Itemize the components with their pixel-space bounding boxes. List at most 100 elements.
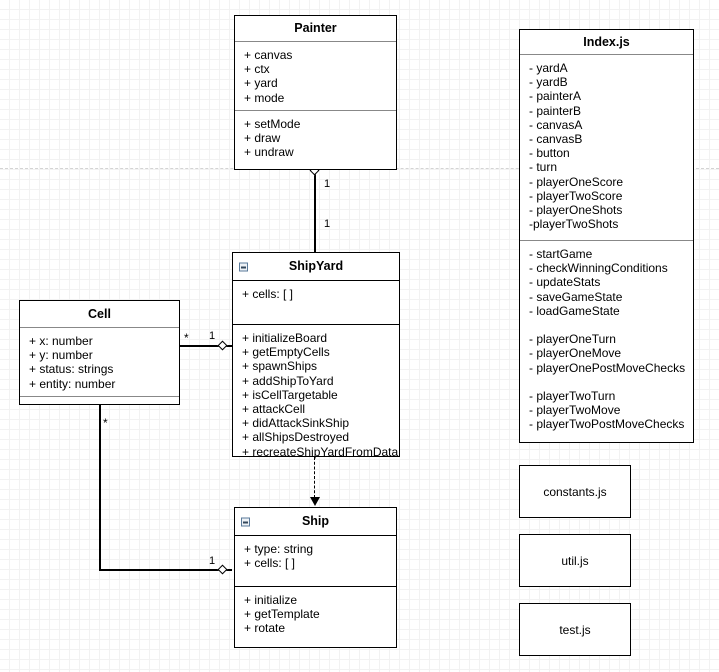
- attributes-indexjs: - yardA - yardB - painterA - painterB - …: [520, 55, 693, 240]
- method-row: + rotate: [244, 621, 286, 636]
- method-row: + setMode: [244, 117, 301, 131]
- method-row: + getTemplate: [244, 607, 320, 622]
- divider-ship-2: [235, 586, 396, 587]
- method-row: + spawnShips: [242, 359, 318, 374]
- attribute-row: - painterA: [529, 89, 582, 104]
- divider-shipyard-1: [233, 280, 399, 281]
- methods-painter: + setMode + draw + undraw: [235, 111, 396, 169]
- method-row-spacer: [529, 318, 693, 332]
- method-row: - playerOneTurn: [529, 332, 616, 347]
- attribute-row: - playerOneScore: [529, 174, 624, 189]
- class-title-shipyard-label: ShipYard: [288, 259, 344, 274]
- attribute-row: + entity: number: [29, 376, 116, 391]
- method-row-spacer: [529, 375, 693, 389]
- edge-cell-ship-horizontal: [99, 569, 232, 571]
- attribute-row: + cells: [ ]: [244, 556, 296, 571]
- divider-indexjs-1: [520, 54, 693, 55]
- collapse-icon[interactable]: [241, 517, 250, 526]
- class-title-indexjs: Index.js: [583, 34, 630, 49]
- method-row: + undraw: [244, 145, 294, 160]
- attribute-row: + x: number: [29, 334, 93, 348]
- file-box-constants[interactable]: constants.js: [519, 465, 631, 518]
- attribute-row: + type: string: [244, 542, 314, 556]
- edge-cell-ship-vertical: [99, 405, 101, 570]
- multiplicity-painter-end: 1: [324, 178, 331, 190]
- method-row: - playerOneMove: [529, 346, 622, 361]
- method-row: + isCellTargetable: [242, 387, 338, 402]
- attribute-row: - button: [529, 146, 570, 161]
- class-box-shipyard[interactable]: ShipYard + cells: [ ] + initializeBoard …: [232, 252, 400, 459]
- class-title-ship: Ship: [235, 508, 396, 535]
- divider-cell-2: [20, 396, 179, 397]
- dependency-arrowhead: [310, 497, 320, 506]
- file-box-test[interactable]: test.js: [519, 603, 631, 656]
- attribute-row: + ctx: [244, 62, 270, 77]
- divider-painter-2: [235, 110, 396, 111]
- multiplicity-cell-ship-star: *: [103, 416, 108, 430]
- attribute-row: + yard: [244, 76, 278, 91]
- edge-painter-shipyard: [314, 170, 316, 254]
- method-row: + allShipsDestroyed: [242, 430, 350, 445]
- divider-shipyard-2: [233, 324, 399, 325]
- methods-shipyard: + initializeBoard + getEmptyCells + spaw…: [233, 325, 399, 459]
- attribute-row: + cells: [ ]: [242, 287, 294, 301]
- class-title-painter: Painter: [294, 21, 337, 36]
- attribute-row: - playerTwoScore: [529, 188, 623, 203]
- multiplicity-cell-shipyard-one: 1: [209, 330, 216, 342]
- method-row: - loadGameState: [529, 303, 620, 318]
- divider-cell-1: [20, 327, 179, 328]
- aggregation-diamond-shipyard-left: [217, 340, 228, 351]
- method-row: + didAttackSinkShip: [242, 416, 350, 431]
- multiplicity-shipyard-end-top: 1: [324, 218, 331, 230]
- method-row: - playerTwoPostMoveChecks: [529, 417, 685, 432]
- methods-ship: + initialize + getTemplate + rotate: [235, 587, 396, 647]
- attribute-row: - yardA: [529, 61, 568, 75]
- method-row: - playerOnePostMoveChecks: [529, 360, 686, 375]
- attribute-row: + status: strings: [29, 362, 114, 377]
- method-row: + addShipToYard: [242, 373, 334, 388]
- methods-indexjs: - startGame - checkWinningConditions - u…: [520, 241, 693, 442]
- class-title-cell: Cell: [88, 306, 111, 321]
- attribute-row: - canvasB: [529, 132, 583, 147]
- method-row: + initialize: [244, 593, 298, 607]
- multiplicity-cell-ship-one: 1: [209, 555, 216, 567]
- class-box-painter[interactable]: Painter + canvas + ctx + yard + mode + s…: [234, 15, 397, 170]
- method-row: - saveGameState: [529, 289, 623, 304]
- attribute-row: - turn: [529, 160, 558, 175]
- attribute-row: - painterB: [529, 103, 582, 118]
- attribute-row: - canvasA: [529, 117, 583, 132]
- method-row: + draw: [244, 131, 281, 146]
- class-box-indexjs[interactable]: Index.js - yardA - yardB - painterA - pa…: [519, 29, 694, 443]
- divider-indexjs-2: [520, 240, 693, 241]
- class-box-cell[interactable]: Cell + x: number + y: number + status: s…: [19, 300, 180, 405]
- file-box-util[interactable]: util.js: [519, 534, 631, 587]
- class-box-ship[interactable]: Ship + type: string + cells: [ ] + initi…: [234, 507, 397, 648]
- attributes-shipyard: + cells: [ ]: [233, 281, 399, 324]
- attributes-ship: + type: string + cells: [ ]: [235, 536, 396, 586]
- collapse-icon[interactable]: [239, 262, 248, 271]
- methods-cell: [20, 397, 179, 403]
- method-row: + recreateShipYardFromData: [242, 444, 399, 459]
- attributes-painter: + canvas + ctx + yard + mode: [235, 42, 396, 110]
- method-row: - playerTwoTurn: [529, 389, 616, 403]
- attribute-row: -playerTwoShots: [529, 217, 619, 232]
- attribute-row: + canvas: [244, 48, 293, 62]
- method-row: + getEmptyCells: [242, 345, 330, 360]
- edge-cell-shipyard: [180, 345, 232, 347]
- aggregation-diamond-ship-left: [217, 564, 228, 575]
- class-title-shipyard: ShipYard: [233, 253, 399, 280]
- divider-painter-1: [235, 41, 396, 42]
- divider-ship-1: [235, 535, 396, 536]
- method-row: + attackCell: [242, 402, 306, 417]
- attribute-row: + mode: [244, 90, 285, 105]
- method-row: - playerTwoMove: [529, 403, 621, 418]
- multiplicity-cell-shipyard-star: *: [184, 331, 189, 345]
- class-title-ship-label: Ship: [301, 514, 330, 529]
- attributes-cell: + x: number + y: number + status: string…: [20, 328, 179, 396]
- method-row: - startGame: [529, 247, 593, 261]
- method-row: - checkWinningConditions: [529, 261, 668, 276]
- edge-shipyard-ship-dashed: [314, 457, 315, 498]
- method-row: + initializeBoard: [242, 331, 328, 345]
- attribute-row: - yardB: [529, 75, 568, 90]
